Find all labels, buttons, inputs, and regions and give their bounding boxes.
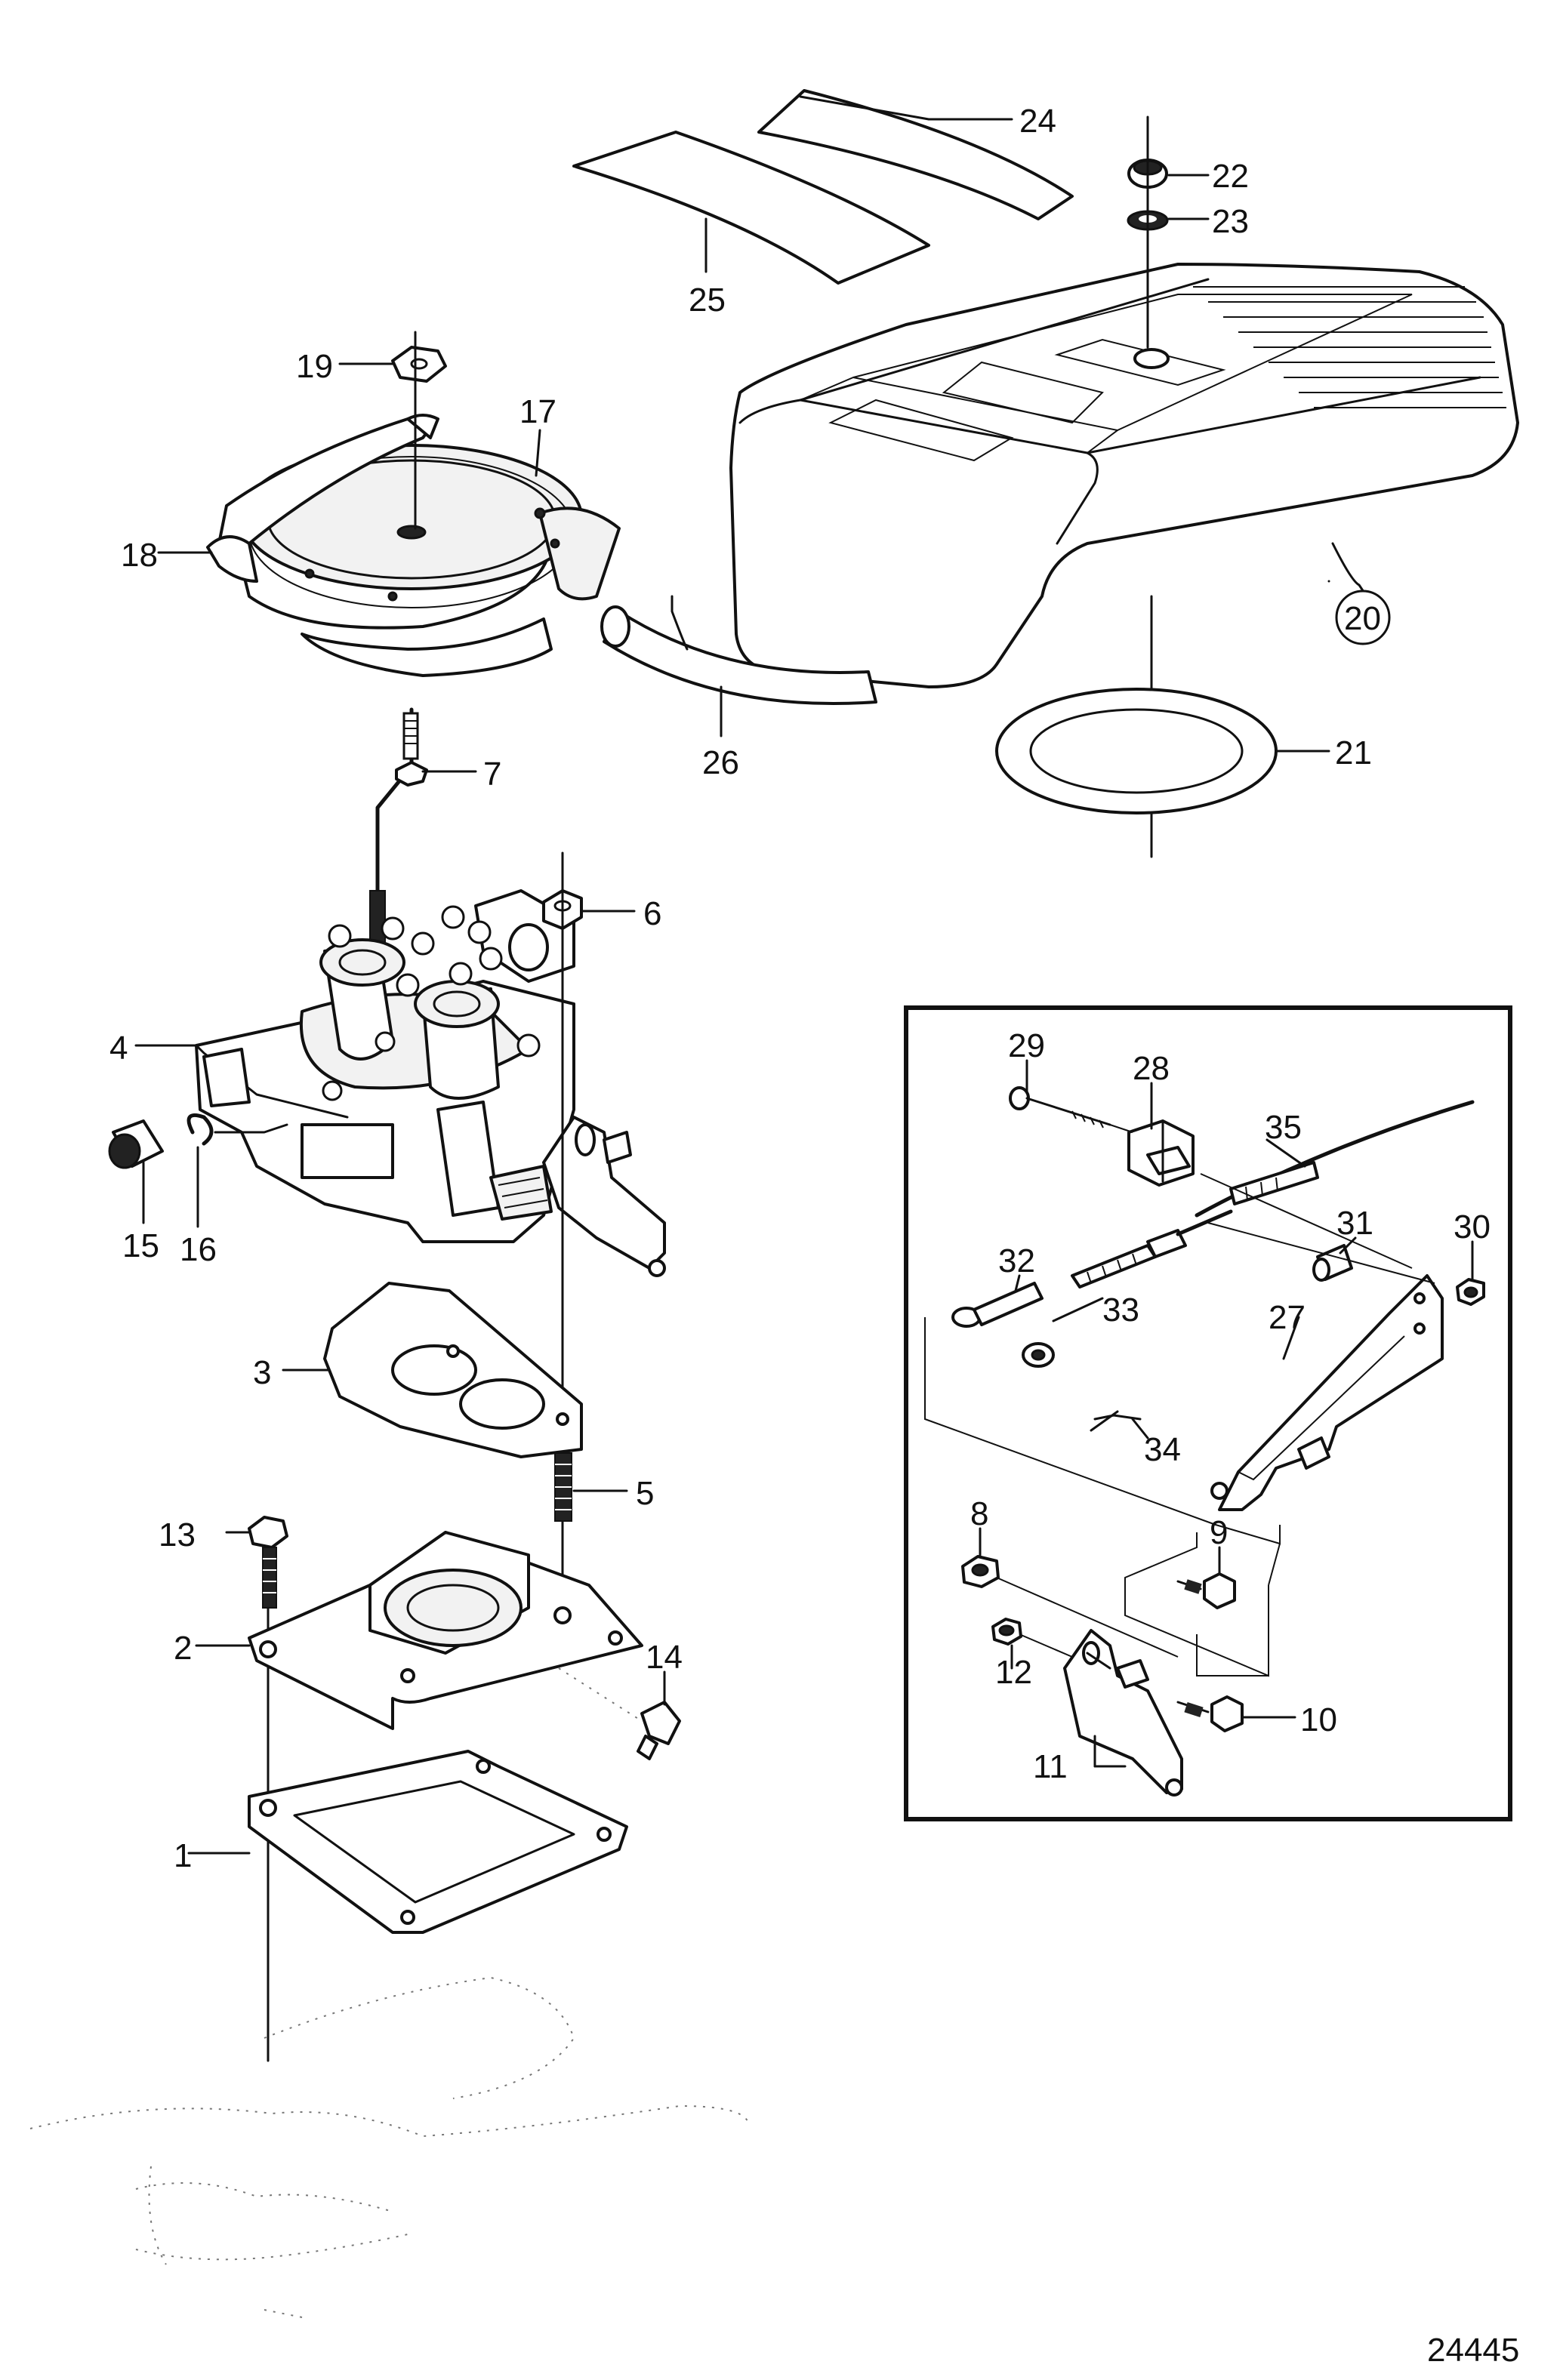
callout-24: 24 bbox=[1019, 103, 1056, 140]
callout-13: 13 bbox=[159, 1516, 196, 1553]
callout-32: 32 bbox=[998, 1242, 1035, 1279]
stud-5 bbox=[554, 1452, 572, 1522]
callout-27: 27 bbox=[1269, 1299, 1306, 1336]
callout-7: 7 bbox=[483, 756, 501, 793]
callout-28: 28 bbox=[1133, 1050, 1170, 1087]
callout-1: 1 bbox=[174, 1837, 192, 1874]
callout-9: 9 bbox=[1210, 1514, 1228, 1551]
callout-4: 4 bbox=[109, 1030, 128, 1067]
callout-20-circle bbox=[1335, 590, 1391, 645]
throttle-lever-11 bbox=[1063, 1629, 1183, 1797]
wing-nut-19 bbox=[391, 346, 447, 383]
washer-33 bbox=[1022, 1342, 1055, 1368]
callout-22: 22 bbox=[1212, 158, 1249, 195]
callout-17: 17 bbox=[519, 393, 556, 430]
gasket-1 bbox=[248, 1750, 628, 1934]
callout-3: 3 bbox=[253, 1354, 271, 1391]
callout-31: 31 bbox=[1336, 1205, 1373, 1242]
callout-19: 19 bbox=[296, 348, 333, 385]
callout-26: 26 bbox=[702, 744, 739, 781]
bolt-13 bbox=[248, 1516, 288, 1609]
screw-29 bbox=[1009, 1086, 1111, 1128]
callout-16: 16 bbox=[180, 1231, 217, 1268]
callout-18: 18 bbox=[121, 537, 158, 574]
callout-2: 2 bbox=[174, 1630, 192, 1667]
vent-hose-26 bbox=[603, 610, 877, 706]
air-cleaner bbox=[206, 414, 621, 677]
callout-14: 14 bbox=[646, 1639, 683, 1676]
callout-12: 12 bbox=[995, 1654, 1032, 1691]
callout-25: 25 bbox=[689, 282, 726, 319]
leader-lines bbox=[134, 95, 1474, 1855]
throttle-cable-35 bbox=[1195, 1100, 1475, 1218]
sleeve-31 bbox=[1312, 1244, 1353, 1282]
fitting-14 bbox=[558, 1667, 681, 1760]
detail-inset-box bbox=[904, 1005, 1512, 1821]
cap-15 bbox=[108, 1119, 164, 1169]
nut-30 bbox=[1456, 1278, 1485, 1306]
callout-15: 15 bbox=[122, 1227, 159, 1264]
callout-35: 35 bbox=[1265, 1109, 1302, 1146]
exploded-outline bbox=[924, 1317, 1281, 1677]
clip-16 bbox=[187, 1113, 288, 1146]
callout-33: 33 bbox=[1102, 1292, 1139, 1329]
seal-ring-21 bbox=[995, 688, 1278, 814]
stud-7 bbox=[369, 707, 428, 961]
faded-manifold-outline bbox=[29, 1976, 748, 2318]
drawing-number: 24445 bbox=[1427, 2332, 1519, 2369]
adapter-plate-2 bbox=[248, 1531, 643, 1730]
bolt-9 bbox=[1176, 1572, 1236, 1609]
nut-8 bbox=[961, 1555, 1000, 1588]
gasket-3 bbox=[323, 1282, 583, 1458]
callout-6: 6 bbox=[643, 895, 661, 932]
callout-8: 8 bbox=[970, 1495, 988, 1532]
cotter-pin-34 bbox=[1090, 1410, 1142, 1432]
throttle-body bbox=[195, 889, 666, 1277]
cable-clamp-28 bbox=[1127, 1119, 1195, 1187]
throttle-bracket-27 bbox=[1210, 1274, 1444, 1511]
bolt-10 bbox=[1176, 1695, 1244, 1732]
callout-30: 30 bbox=[1454, 1208, 1491, 1245]
engine-cover bbox=[729, 263, 1519, 688]
decal-24 bbox=[757, 89, 1074, 220]
cable-end-32 bbox=[951, 1209, 1233, 1328]
callout-10: 10 bbox=[1300, 1701, 1337, 1738]
callout-34: 34 bbox=[1144, 1431, 1181, 1468]
nut-12 bbox=[991, 1618, 1022, 1646]
callout-29: 29 bbox=[1008, 1027, 1045, 1064]
decal-25 bbox=[572, 131, 930, 285]
callout-20: 20 bbox=[1344, 600, 1381, 637]
callout-11: 11 bbox=[1033, 1748, 1068, 1785]
callout-21: 21 bbox=[1335, 734, 1372, 771]
callout-5: 5 bbox=[636, 1475, 654, 1512]
callout-23: 23 bbox=[1212, 203, 1249, 240]
